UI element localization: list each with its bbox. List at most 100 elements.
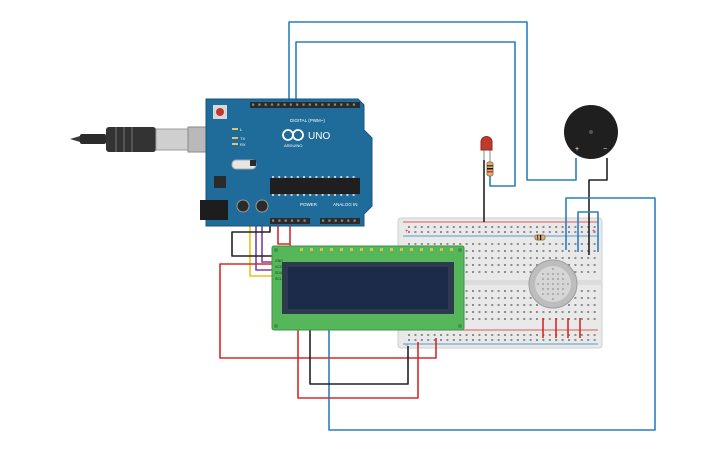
power-header[interactable] [270, 218, 310, 224]
breadboard-hole [523, 250, 526, 252]
atmega-chip-pins [272, 176, 355, 196]
breadboard-hole [561, 243, 564, 245]
breadboard-hole [420, 243, 423, 245]
breadboard-hole [523, 297, 526, 299]
chip-pin [315, 176, 318, 178]
breadboard-hole [555, 226, 558, 228]
mesh-dot [562, 273, 564, 275]
wire-black-lower-loop[interactable] [309, 330, 409, 385]
breadboard-hole [484, 243, 487, 245]
wire-black-gnd[interactable] [231, 218, 272, 257]
resistor-icon[interactable] [534, 234, 546, 241]
resistor-icon[interactable] [486, 161, 494, 177]
header-pin [322, 219, 325, 222]
breadboard-hole [484, 257, 487, 259]
chip-pin [272, 176, 274, 178]
breadboard-hole [504, 290, 506, 292]
breadboard-hole [491, 257, 494, 259]
wire-blue-sensor-top[interactable] [577, 211, 599, 252]
gas-sensor-icon[interactable] [528, 259, 578, 309]
breadboard-hole [504, 250, 506, 252]
header-pin [327, 103, 330, 106]
reset-button[interactable] [216, 108, 224, 116]
breadboard-hole [523, 304, 526, 306]
lcd-pin [380, 248, 383, 251]
breadboard-hole [510, 339, 513, 341]
analog-header[interactable] [320, 218, 360, 224]
wire-red-lower-loop[interactable] [297, 330, 419, 399]
breadboard-hole [427, 226, 430, 228]
chip-pin [272, 194, 274, 196]
breadboard-hole [465, 271, 468, 273]
breadboard-hole [472, 318, 474, 320]
breadboard-hole [484, 334, 487, 336]
usb-cable-icon[interactable] [70, 126, 215, 153]
breadboard-hole [510, 290, 513, 292]
piezo-buzzer-icon[interactable]: + − [564, 105, 618, 159]
breadboard-hole [568, 311, 570, 313]
breadboard-hole [491, 297, 494, 299]
breadboard-hole [408, 243, 410, 245]
breadboard-hole [516, 339, 519, 341]
mesh-dot [562, 283, 564, 285]
breadboard-hole [580, 339, 583, 341]
breadboard-hole [433, 334, 436, 336]
breadboard-hole [497, 334, 500, 336]
breadboard-hole [484, 226, 487, 228]
header-pin [277, 103, 280, 106]
breadboard-hole [587, 290, 590, 292]
breadboard-hole [574, 311, 577, 313]
wire-black-buzzer[interactable] [588, 158, 608, 255]
wire-purple-lcd-scl[interactable] [255, 218, 272, 271]
breadboard-hole [465, 311, 468, 313]
arduino-model-label: UNO [308, 131, 330, 142]
mesh-dot [547, 293, 549, 295]
breadboard-hole [472, 311, 474, 313]
breadboard-hole [472, 339, 474, 341]
lcd-screen [288, 267, 448, 309]
chip-pin [327, 194, 330, 196]
led-icon[interactable] [480, 136, 493, 163]
header-pin [340, 103, 343, 106]
power-jack[interactable] [200, 200, 228, 220]
header-pin [258, 103, 261, 106]
breadboard-hole [587, 339, 590, 341]
breadboard-hole [459, 339, 462, 341]
wire-blue-buzzer[interactable] [288, 21, 577, 181]
breadboard-hole [587, 257, 590, 259]
mesh-dot [557, 273, 559, 275]
breadboard-hole [516, 304, 519, 306]
breadboard-hole [555, 231, 558, 233]
breadboard-hole [580, 226, 583, 228]
mesh-dot [552, 278, 554, 280]
header-pin [333, 103, 337, 106]
breadboard-hole [593, 264, 596, 266]
breadboard-hole [587, 334, 590, 336]
capacitor-1 [236, 199, 250, 213]
tx-led [232, 137, 238, 139]
lcd-display[interactable]: GND VCC SDA SCL [271, 245, 465, 331]
breadboard-hole [465, 243, 468, 245]
arduino-uno-board[interactable]: DIGITAL (PWM~) UNO ARDUINO TX RX L POWER [200, 98, 373, 227]
mesh-dot [552, 288, 554, 290]
wires[interactable] [219, 21, 656, 431]
wire-blue-sensor-analog[interactable] [328, 197, 656, 431]
wire-blue-led[interactable] [295, 41, 516, 187]
digital-header[interactable] [250, 102, 360, 108]
breadboard-hole [587, 311, 590, 313]
header-pin [346, 103, 349, 106]
breadboard-hole [536, 243, 538, 245]
mesh-dot [562, 278, 564, 280]
rail-minus-label: − [405, 343, 409, 349]
lcd-pin [320, 248, 323, 251]
breadboard-hole [440, 334, 442, 336]
breadboard-hole [536, 304, 538, 306]
breadboard-hole [472, 297, 474, 299]
lcd-pin [450, 248, 453, 251]
breadboard-hole [568, 231, 570, 233]
mesh-dot [557, 288, 559, 290]
wire-red-left-loop[interactable] [219, 263, 437, 359]
wire-purple-lcd-sda[interactable] [261, 218, 272, 263]
